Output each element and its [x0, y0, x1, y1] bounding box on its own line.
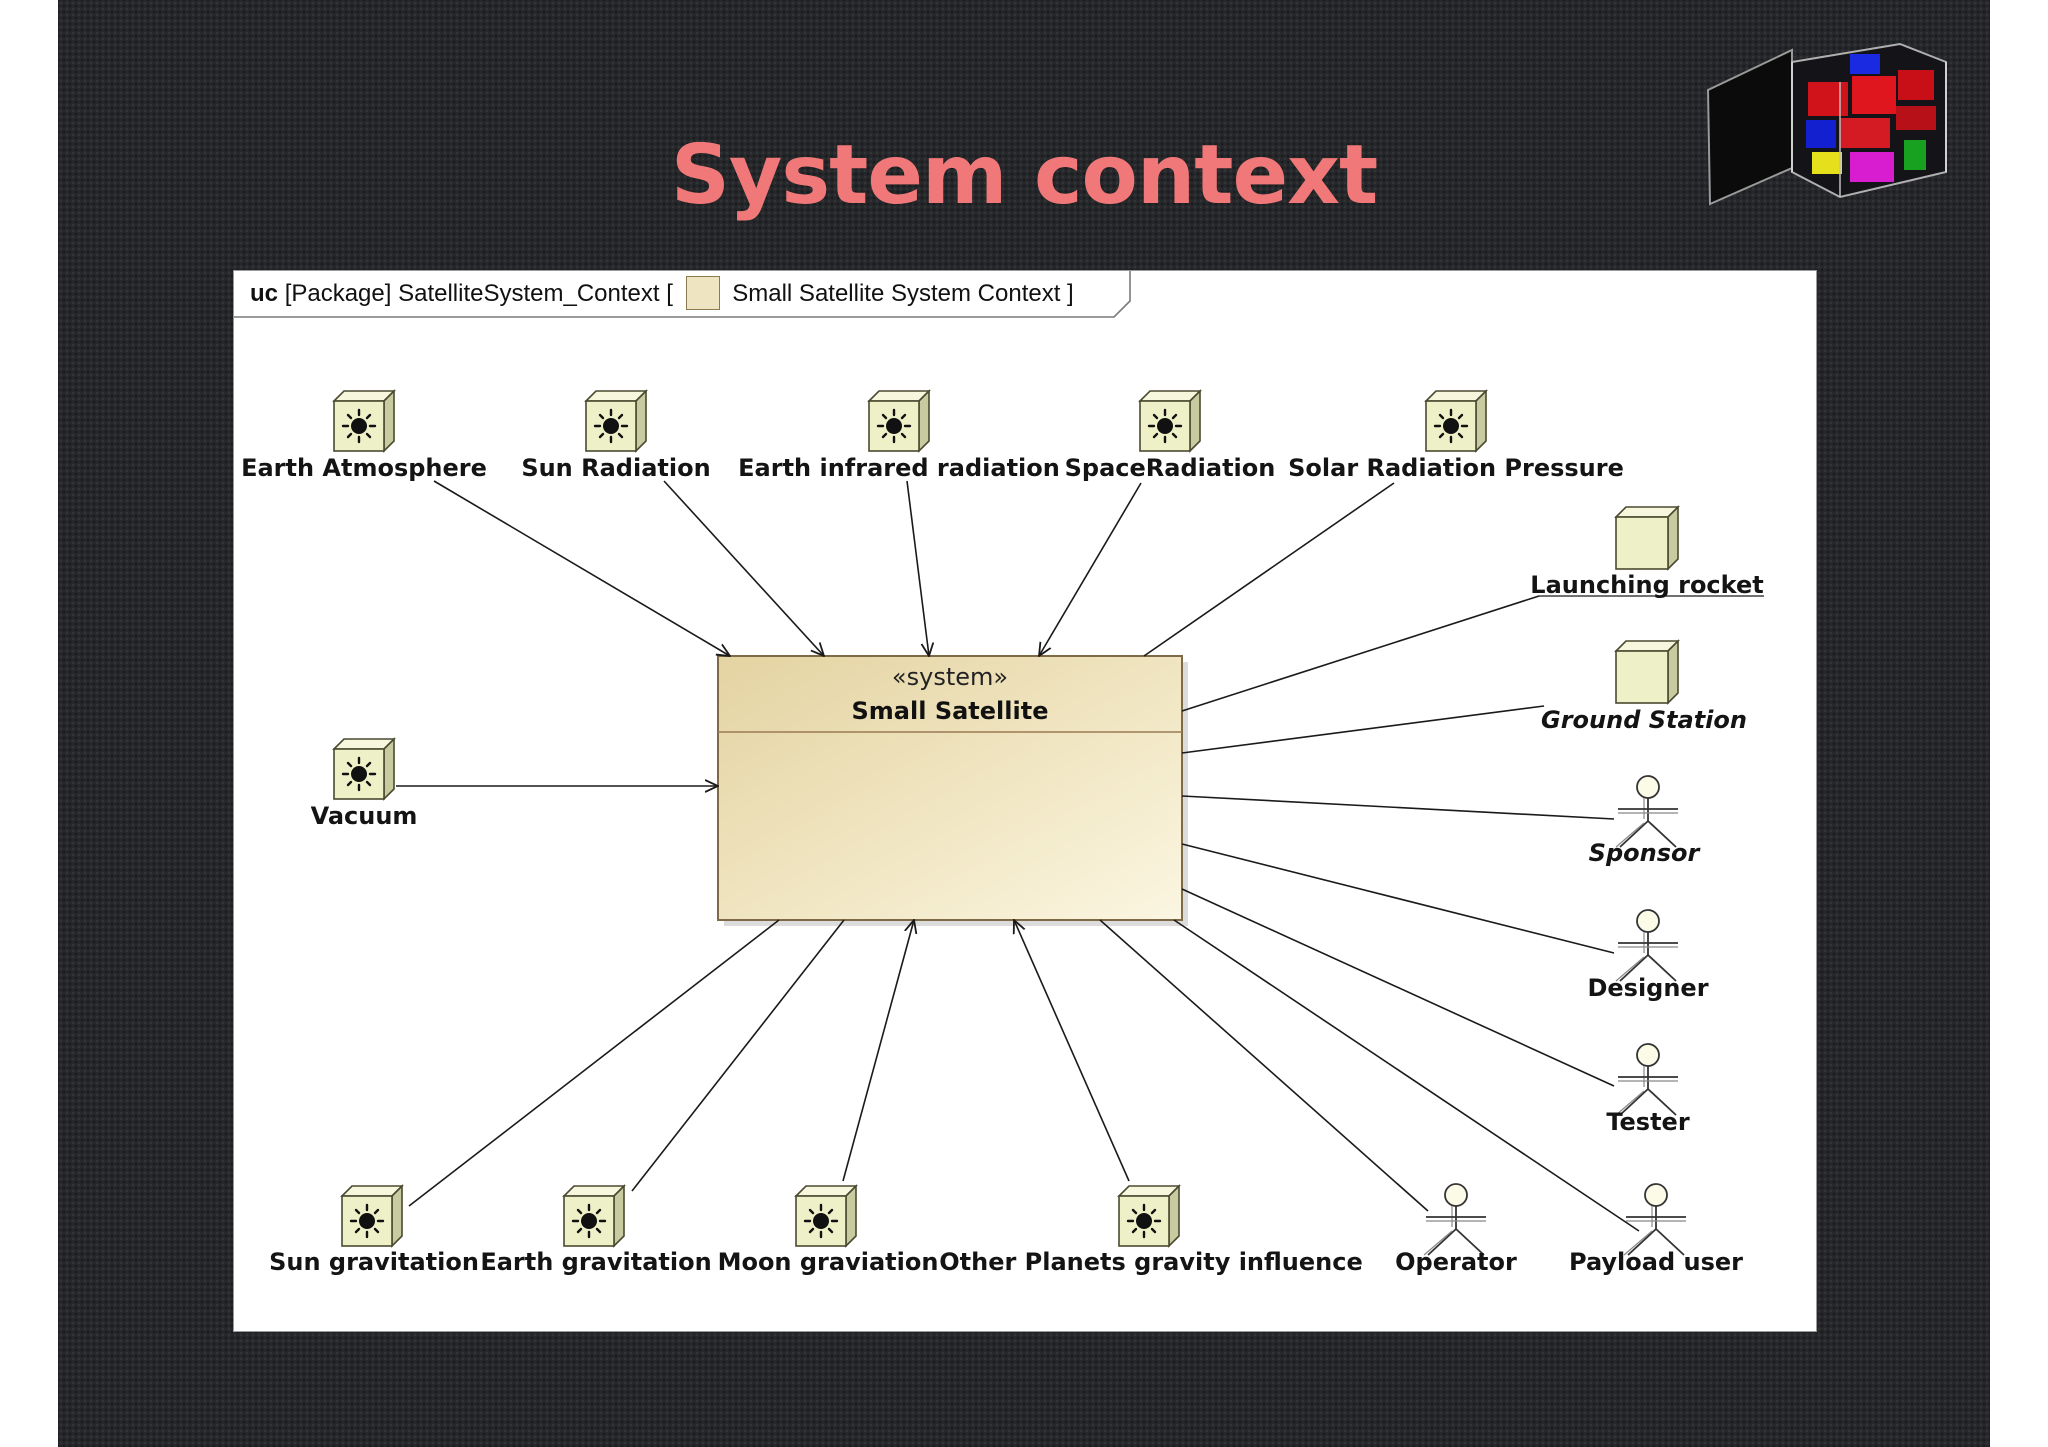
label-sponsor[interactable]: Sponsor [1588, 839, 1700, 867]
cubesat-icon [1706, 42, 1947, 206]
actor-icon[interactable] [1615, 1043, 1679, 1116]
sun-block-icon[interactable] [1117, 1184, 1181, 1248]
sun-block-icon[interactable] [340, 1184, 404, 1248]
link-sun-gravitation [408, 919, 780, 1207]
label-ground-station[interactable]: Ground Station [1541, 706, 1747, 734]
sun-block-icon[interactable] [1138, 389, 1202, 453]
link-ground-station [1181, 705, 1545, 754]
actor-icon[interactable] [1623, 1183, 1687, 1256]
link-other-planets [1014, 920, 1130, 1182]
link-moon-graviation [842, 920, 914, 1182]
label-earth-infrared-radiation[interactable]: Earth infrared radiation [738, 454, 1060, 482]
block-icon[interactable] [1615, 506, 1679, 570]
sun-block-icon[interactable] [332, 389, 396, 453]
link-earth-infrared [906, 480, 929, 656]
frame-tab-border [234, 271, 1131, 318]
system-name[interactable]: Small Satellite [851, 697, 1049, 725]
system-stereotype: «system» [891, 663, 1009, 691]
link-operator [1099, 919, 1429, 1212]
label-launching-rocket[interactable]: Launching rocket [1530, 571, 1764, 599]
sun-block-icon[interactable] [1424, 389, 1488, 453]
sun-block-icon[interactable] [794, 1184, 858, 1248]
slide-title: System context [670, 128, 1378, 223]
system-block[interactable] [717, 655, 1183, 921]
block-icon[interactable] [1615, 640, 1679, 704]
diagram-type-icon [685, 275, 720, 310]
label-earth-atmosphere[interactable]: Earth Atmosphere [241, 454, 487, 482]
link-space-radiation [1039, 482, 1142, 656]
link-tester [1181, 888, 1615, 1087]
link-designer [1181, 843, 1615, 954]
link-sponsor [1181, 795, 1615, 820]
frame-header: uc [Package] SatelliteSystem_Context [ S… [234, 271, 1074, 317]
actor-icon[interactable] [1615, 775, 1679, 848]
label-moon-graviation[interactable]: Moon graviation [717, 1248, 939, 1276]
link-earth-gravitation [631, 919, 845, 1192]
frame-kind: uc [250, 280, 279, 307]
sun-block-icon[interactable] [584, 389, 648, 453]
label-solar-radiation-pressure[interactable]: Solar Radiation Pressure [1288, 454, 1624, 482]
sun-block-icon[interactable] [867, 389, 931, 453]
label-space-radiation[interactable]: SpaceRadiation [1064, 454, 1276, 482]
frame-open-bracket: [ [666, 280, 673, 307]
frame-element-type: [Package] [284, 280, 392, 307]
link-payload-user [1173, 919, 1640, 1232]
frame-diagram-name: Small Satellite System Context [732, 280, 1061, 307]
label-tester[interactable]: Tester [1606, 1108, 1690, 1136]
label-sun-gravitation[interactable]: Sun gravitation [269, 1248, 479, 1276]
actor-icon[interactable] [1423, 1183, 1487, 1256]
label-vacuum[interactable]: Vacuum [310, 802, 418, 830]
frame-package-name: SatelliteSystem_Context [398, 280, 660, 307]
link-launching-rocket [1181, 595, 1540, 712]
label-earth-gravitation[interactable]: Earth gravitation [480, 1248, 712, 1276]
label-other-planets[interactable]: Other Planets gravity influence [939, 1248, 1363, 1276]
label-designer[interactable]: Designer [1587, 974, 1709, 1002]
actor-icon[interactable] [1615, 909, 1679, 982]
label-operator[interactable]: Operator [1395, 1248, 1517, 1276]
label-sun-radiation[interactable]: Sun Radiation [521, 454, 711, 482]
sun-block-icon[interactable] [332, 737, 396, 801]
label-payload-user[interactable]: Payload user [1569, 1248, 1743, 1276]
link-solar-pressure [1143, 482, 1395, 657]
link-sun-radiation [663, 480, 824, 656]
frame-close-bracket: ] [1067, 280, 1074, 307]
link-earth-atmosphere [433, 480, 730, 656]
diagram-canvas [234, 271, 1764, 1256]
sun-block-icon[interactable] [562, 1184, 626, 1248]
diagram-frame: uc [Package] SatelliteSystem_Context [ S… [233, 270, 1817, 1332]
